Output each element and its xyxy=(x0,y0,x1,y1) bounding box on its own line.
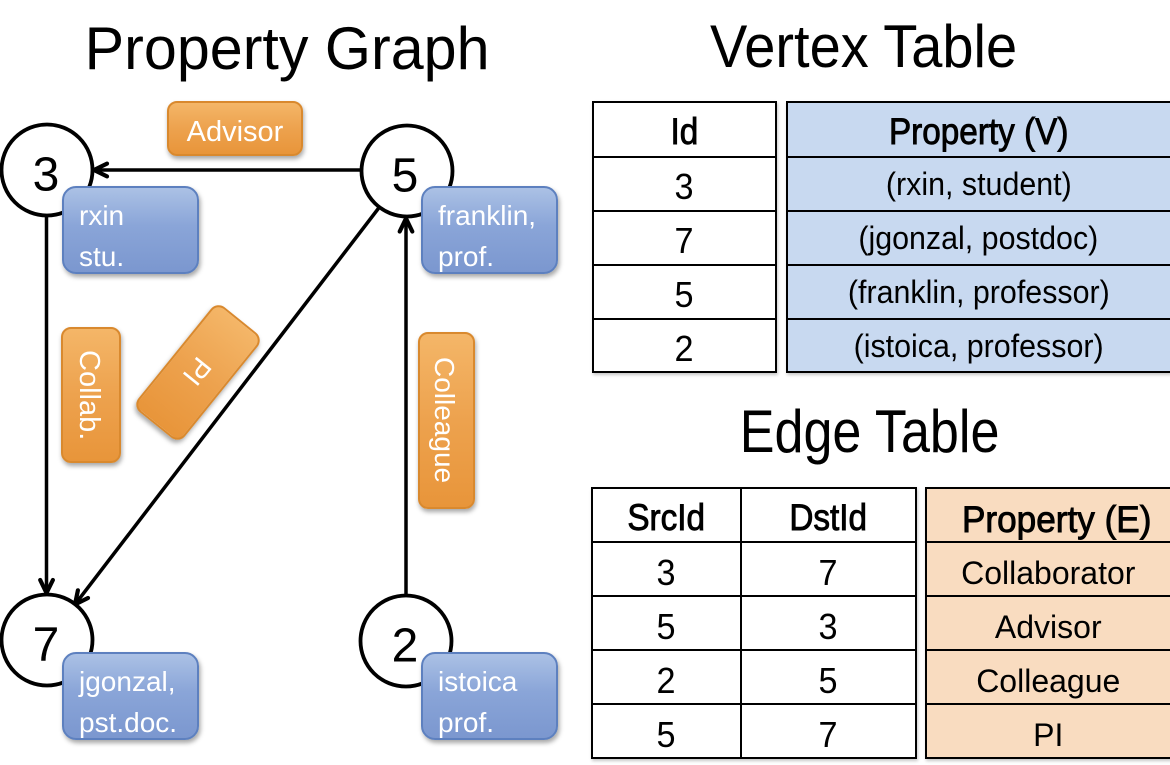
svg-text:7: 7 xyxy=(33,619,60,672)
svg-text:3: 3 xyxy=(33,149,60,202)
svg-text:2: 2 xyxy=(392,620,419,673)
svg-text:5: 5 xyxy=(392,150,419,203)
